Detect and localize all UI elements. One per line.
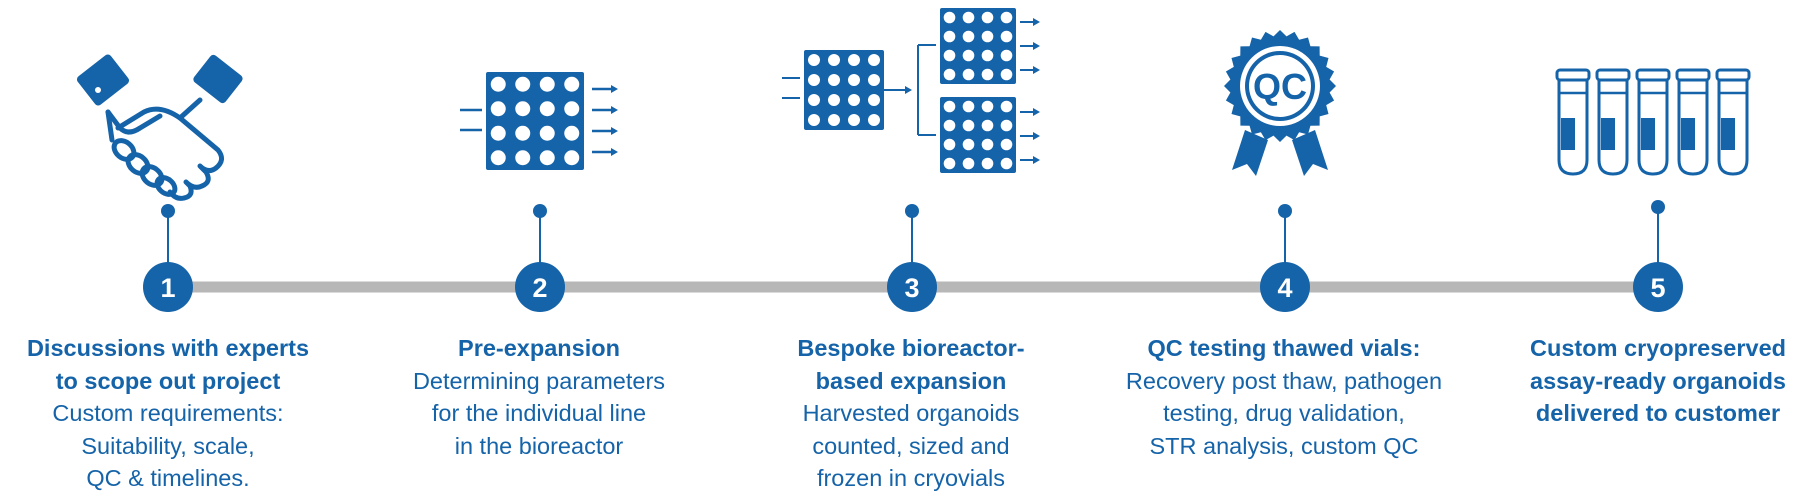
step-1-text: Discussions with experts to scope out pro… (0, 332, 348, 495)
step-4-number: 4 (1277, 273, 1292, 303)
step-1-stem-dot (161, 204, 175, 218)
step-3-title-line: based expansion (815, 367, 1007, 394)
step-4-text: QC testing thawed vials: Recovery post th… (1104, 332, 1464, 462)
step-2-body-line: Determining parameters (412, 367, 666, 394)
qc-badge-label: QC (1253, 66, 1307, 107)
step-2-stem-dot (533, 204, 547, 218)
step-3-stem-dot (905, 204, 919, 218)
step-3-body-line: Harvested organoids (802, 400, 1020, 426)
step-markers: 1 2 3 4 5 (143, 262, 1683, 312)
step-4-body-line: Recovery post thaw, pathogen (1125, 367, 1443, 394)
step-2-body-line: in the bioreactor (454, 432, 624, 459)
step-5-title-line: delivered to customer (1535, 400, 1781, 426)
step-4-circle (1260, 262, 1310, 312)
step-1-circle (143, 262, 193, 312)
step-3-title-line: Bespoke bioreactor- (797, 335, 1025, 361)
step-4-body-line: STR analysis, custom QC (1149, 432, 1419, 459)
step-2-body-line: for the individual line (431, 400, 647, 426)
step-1-number: 1 (160, 273, 175, 303)
step-4-body-line: testing, drug validation, (1163, 400, 1405, 426)
handshake-icon (76, 54, 243, 201)
step-5-text: Custom cryopreserved assay-ready organoid… (1478, 332, 1814, 430)
step-2-title-line: Pre-expansion (458, 335, 620, 361)
step-4-stem-dot (1278, 204, 1292, 218)
step-5-number: 5 (1650, 273, 1665, 303)
step-2-circle (515, 262, 565, 312)
step-2-number: 2 (532, 273, 547, 303)
step-3-body-line: counted, sized and (812, 432, 1010, 459)
step-5-circle (1633, 262, 1683, 312)
step-4-title-line: QC testing thawed vials: (1147, 335, 1421, 361)
well-plate-icon (460, 72, 618, 170)
step-1-title-line: Discussions with experts (26, 335, 310, 361)
step-3-circle (887, 262, 937, 312)
step-3-number: 3 (904, 273, 919, 303)
step-5-title-line: Custom cryopreserved (1530, 335, 1786, 361)
expansion-plates-icon (782, 8, 1040, 173)
step-1-title-line: to scope out project (55, 367, 281, 394)
step-5-title-line: assay-ready organoids (1530, 367, 1786, 394)
step-1-body-line: Suitability, scale, (81, 432, 255, 459)
cryovials-icon (1555, 68, 1751, 176)
qc-badge-icon: QC (1224, 30, 1336, 176)
step-1-body-line: QC & timelines. (86, 465, 250, 491)
timeline-stems (161, 200, 1665, 265)
step-5-stem-dot (1651, 200, 1665, 214)
step-3-body-line: frozen in cryovials (816, 465, 1006, 491)
step-1-body-line: Custom requirements: (52, 400, 284, 426)
